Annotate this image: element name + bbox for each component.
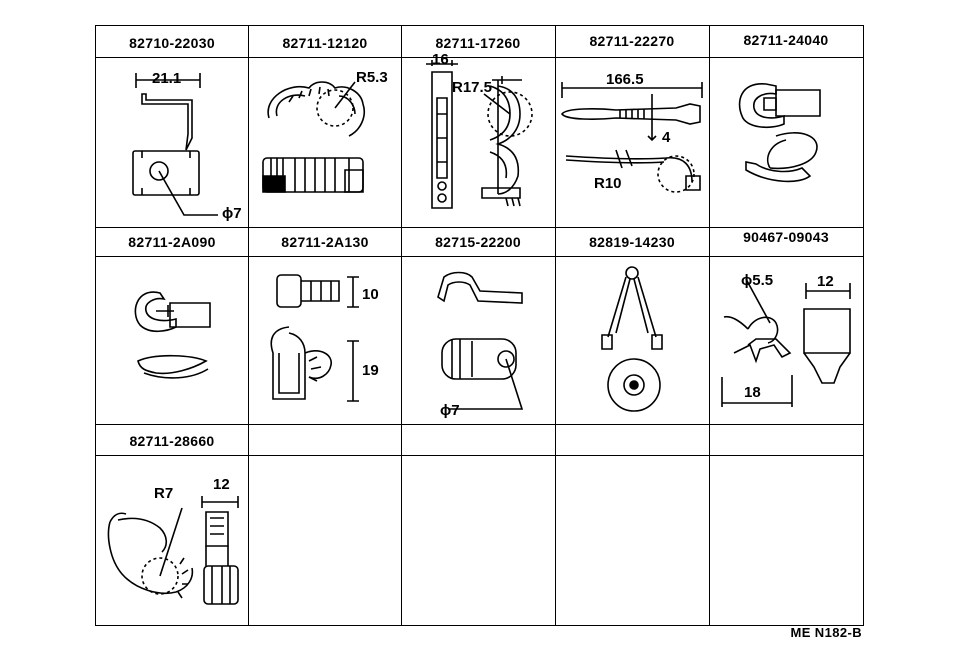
dimension-label: 18: [744, 384, 761, 401]
dimension-label: 12: [213, 476, 230, 493]
part-number-r1c2: 82711-12120: [282, 35, 368, 51]
clip-drawing-82711-24040: [710, 58, 863, 227]
dimension-label: 10: [362, 286, 379, 303]
clip-drawing-82715-22200: [402, 257, 555, 424]
grid-border-right: [863, 25, 864, 626]
grid-border-left: [95, 25, 96, 626]
dimension-label: 19: [362, 362, 379, 379]
dimension-label: R5.3: [356, 69, 388, 86]
part-number-r1c4: 82711-22270: [589, 33, 675, 49]
grid-header-line-row1: [95, 57, 864, 58]
dimension-label: ϕ5.5: [741, 272, 774, 289]
dimension-label: R10: [594, 175, 622, 192]
grid-col-divider-1: [248, 25, 249, 626]
dimension-label: 16: [432, 51, 449, 68]
clip-drawing-82711-2A090: [96, 257, 248, 424]
clip-drawing-82711-22270: [556, 58, 709, 227]
part-number-r2c1: 82711-2A090: [128, 234, 216, 250]
grid-border-bottom: [95, 625, 864, 626]
dimension-label: R7: [154, 485, 174, 502]
clip-drawing-82711-2A130: [249, 257, 401, 424]
dimension-label: R17.5: [452, 79, 493, 96]
dimension-label: 4: [662, 129, 671, 146]
clip-drawing-82819-14230: [556, 257, 709, 424]
part-number-r2c4: 82819-14230: [589, 234, 675, 250]
drawing-code: ME N182-B: [790, 625, 862, 640]
grid-col-divider-3: [555, 25, 556, 626]
dimension-label: ϕ7: [440, 402, 460, 419]
dimension-label: 12: [817, 273, 834, 290]
grid-col-divider-2: [401, 25, 402, 626]
clip-drawing-82711-12120: [249, 58, 401, 227]
part-number-r2c5: 90467-09043: [743, 229, 829, 245]
clip-drawing-90467-09043: [710, 257, 863, 424]
dimension-label: ϕ7: [222, 205, 242, 222]
part-number-r2c3: 82715-22200: [435, 234, 521, 250]
part-number-r1c3: 82711-17260: [435, 35, 521, 51]
grid-header-line-row2: [95, 256, 864, 257]
grid-border-top: [95, 25, 864, 26]
clip-drawing-82710-22030: [96, 58, 248, 227]
clip-drawing-82711-28660: [96, 456, 248, 625]
grid-row-divider-2: [95, 424, 864, 425]
part-number-r1c5: 82711-24040: [743, 32, 829, 48]
clip-drawing-82711-17260: [402, 58, 555, 227]
part-number-r3c1: 82711-28660: [129, 433, 215, 449]
part-number-r1c1: 82710-22030: [129, 35, 215, 51]
grid-col-divider-4: [709, 25, 710, 626]
grid-header-line-row3: [95, 455, 864, 456]
dimension-label: 21.1: [152, 70, 182, 87]
part-number-r2c2: 82711-2A130: [281, 234, 369, 250]
grid-row-divider-1: [95, 227, 864, 228]
dimension-label: 166.5: [606, 71, 644, 88]
